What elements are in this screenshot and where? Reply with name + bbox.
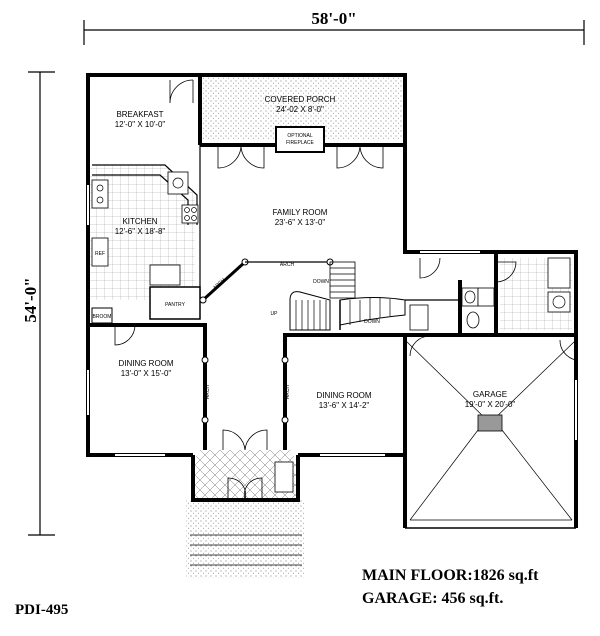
overall-depth-label: 54'-0"	[21, 277, 40, 322]
stair-down-label-1: DOWN	[313, 279, 329, 285]
porch-door-right	[336, 144, 384, 169]
pantry	[149, 286, 201, 320]
staircase: DOWN UP DOWN	[271, 261, 406, 331]
svg-text:ARCH: ARCH	[205, 385, 211, 400]
dining-room-center-size: 13'-6" X 14'-2"	[319, 401, 370, 410]
garage-structure	[404, 339, 577, 529]
garage-area: GARAGE: 456 sq.ft.	[362, 590, 503, 607]
kitchen-size: 12'-6" X 18'-8"	[115, 227, 166, 236]
washer	[547, 291, 571, 313]
main-floor-area: MAIN FLOOR:1826 sq.ft	[362, 567, 539, 584]
garage-side-door	[559, 339, 577, 361]
service-area	[409, 257, 571, 357]
plan-code: PDI-495	[15, 602, 68, 618]
dining-room-left-size: 13'-0" X 15'-0"	[121, 369, 172, 378]
arch-dining-left: ARCH	[201, 356, 211, 424]
sink-basin	[172, 177, 184, 189]
depth-dimension: 54'-0"	[21, 71, 55, 536]
kitchen-name: KITCHEN	[122, 217, 157, 226]
step-lines	[190, 534, 302, 566]
porch-door-left	[217, 144, 265, 169]
foyer-floor	[193, 450, 298, 500]
cooktop	[181, 204, 199, 224]
fireplace-label-1: OPTIONAL	[287, 133, 313, 139]
ref-label: REF	[95, 251, 105, 257]
dining-left-door	[114, 324, 136, 346]
family-room-name: FAMILY ROOM	[273, 208, 328, 217]
bath-door	[495, 261, 517, 283]
windows	[87, 185, 577, 456]
arch-family-hall: ARCH	[245, 258, 334, 268]
covered-porch-size: 24'-02 X 8'-0"	[276, 105, 324, 114]
svg-text:ARCH: ARCH	[280, 262, 295, 268]
breakfast-size: 12'-0" X 10'-0"	[115, 120, 166, 129]
foyer-closet	[274, 461, 294, 493]
garage-name: GARAGE	[473, 390, 507, 399]
breakfast-name: BREAKFAST	[116, 110, 163, 119]
refrigerator	[91, 237, 109, 267]
arch-kitchen-family: ARCH	[199, 258, 249, 304]
breakfast-door	[169, 79, 194, 104]
dining-room-center-name: DINING ROOM	[316, 391, 371, 400]
stove	[91, 179, 109, 209]
front-steps	[186, 500, 304, 578]
covered-porch-name: COVERED PORCH	[265, 95, 336, 104]
overall-width-label: 58'-0"	[311, 9, 356, 28]
kitchen-sink	[167, 171, 189, 195]
closet	[409, 304, 429, 331]
svg-text:ARCH: ARCH	[285, 385, 291, 400]
garage-size: 19'-0" X 20'-0"	[465, 400, 516, 409]
dining-room-left-name: DINING ROOM	[118, 359, 173, 368]
front-entry	[190, 429, 302, 566]
fireplace	[275, 126, 325, 153]
broom-closet	[91, 307, 113, 324]
pantry-label: PANTRY	[165, 302, 185, 308]
arch-dining-center: ARCH	[281, 356, 291, 424]
toilet	[466, 311, 480, 329]
garage-entry-door	[409, 335, 431, 357]
fireplace-label-2: FIREPLACE	[286, 140, 314, 146]
stair-down-label-2: DOWN	[364, 319, 380, 325]
width-dimension: 58'-0"	[83, 9, 585, 45]
stair-up-label: UP	[271, 311, 279, 317]
laundry-tub	[547, 257, 571, 289]
kitchen-counters: REF	[91, 164, 199, 286]
family-room-size: 23'-6" X 13'-0"	[275, 218, 326, 227]
mudroom-door	[419, 257, 441, 279]
kitchen-island	[149, 264, 181, 286]
broom-label: BROOM	[93, 314, 112, 320]
